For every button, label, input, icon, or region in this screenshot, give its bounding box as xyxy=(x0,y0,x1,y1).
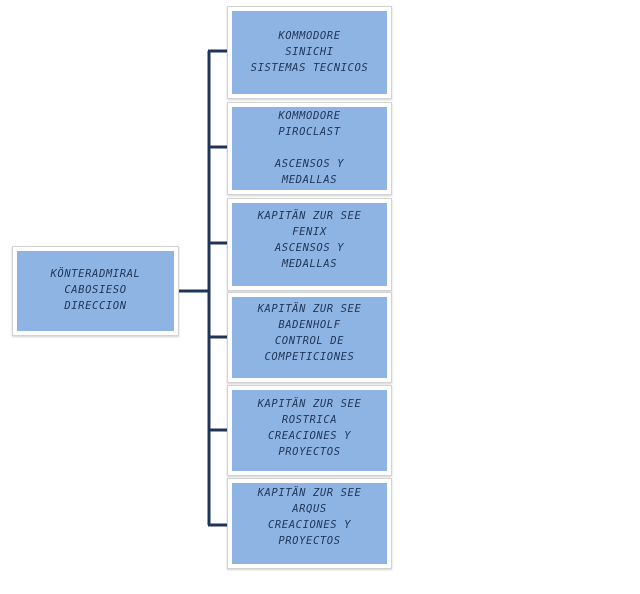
child-node-1: KOMMODORE SINICHI SISTEMAS TECNICOS xyxy=(227,6,392,99)
child-node-6-fill xyxy=(232,483,387,564)
child-2-line-2: PIROCLAST xyxy=(278,126,341,138)
root-line-3: DIRECCION xyxy=(64,300,127,312)
child-6-line-3: CREACIONES Y xyxy=(267,519,352,531)
child-node-1-fill xyxy=(232,11,387,94)
child-node-4: KAPITÄN ZUR SEE BADENHOLF CONTROL DE COM… xyxy=(227,292,392,383)
child-4-line-3: CONTROL DE xyxy=(274,335,345,347)
child-4-line-2: BADENHOLF xyxy=(278,319,341,331)
child-2-line-4: ASCENSOS Y xyxy=(274,158,345,170)
child-node-5-fill xyxy=(232,390,387,471)
child-node-3-fill xyxy=(232,203,387,286)
child-3-line-2: FENIX xyxy=(292,226,327,238)
child-3-line-3: ASCENSOS Y xyxy=(274,242,345,254)
root-node: KÖNTERADMIRAL CABOSIESO DIRECCION xyxy=(12,246,179,336)
child-node-2-fill xyxy=(232,107,387,190)
child-node-4-fill xyxy=(232,297,387,378)
child-1-line-3: SISTEMAS TECNICOS xyxy=(250,62,369,74)
child-5-line-4: PROYECTOS xyxy=(278,446,341,458)
child-node-3: KAPITÄN ZUR SEE FENIX ASCENSOS Y MEDALLA… xyxy=(227,198,392,291)
child-2-line-5: MEDALLAS xyxy=(281,174,338,186)
child-5-line-2: ROSTRICA xyxy=(281,414,338,426)
child-6-line-1: KAPITÄN ZUR SEE xyxy=(257,487,362,499)
root-line-2: CABOSIESO xyxy=(64,284,127,296)
child-4-line-4: COMPETICIONES xyxy=(264,351,355,363)
child-node-2: KOMMODORE PIROCLAST ASCENSOS Y MEDALLAS xyxy=(227,102,392,195)
child-6-line-2: ARQUS xyxy=(292,503,327,515)
root-node-fill xyxy=(17,251,174,331)
child-5-line-1: KAPITÄN ZUR SEE xyxy=(257,398,362,410)
child-3-line-1: KAPITÄN ZUR SEE xyxy=(257,210,362,222)
child-3-line-4: MEDALLAS xyxy=(281,258,338,270)
child-4-line-1: KAPITÄN ZUR SEE xyxy=(257,303,362,315)
child-1-line-1: KOMMODORE xyxy=(278,30,341,42)
child-node-5: KAPITÄN ZUR SEE ROSTRICA CREACIONES Y PR… xyxy=(227,385,392,476)
child-5-line-3: CREACIONES Y xyxy=(267,430,352,442)
root-line-1: KÖNTERADMIRAL xyxy=(50,268,141,280)
child-2-line-1: KOMMODORE xyxy=(278,110,341,122)
child-1-line-2: SINICHI xyxy=(285,46,334,58)
child-6-line-4: PROYECTOS xyxy=(278,535,341,547)
child-node-6: KAPITÄN ZUR SEE ARQUS CREACIONES Y PROYE… xyxy=(227,478,392,569)
